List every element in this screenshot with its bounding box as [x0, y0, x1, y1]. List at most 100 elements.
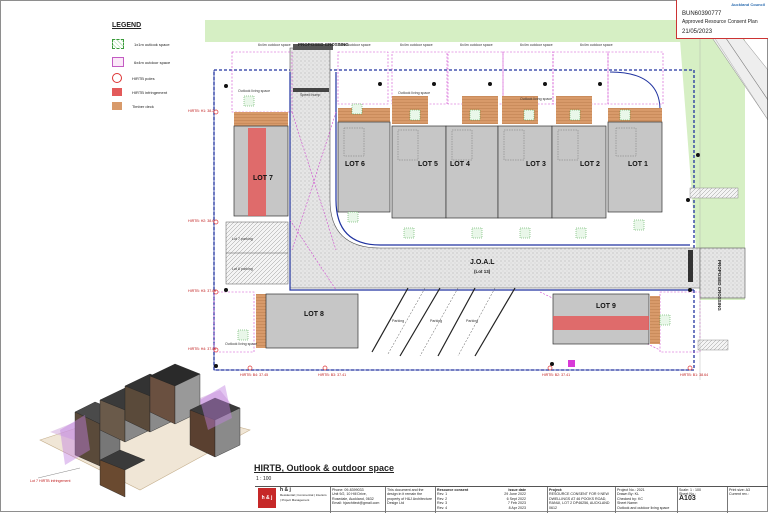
hirtb-b1: HIRTB: B1: 38.64: [680, 373, 708, 377]
timber-swatch-icon: [112, 102, 122, 110]
parking-label-2: Parking: [430, 319, 442, 323]
legend-label: HIRTB poles: [132, 75, 155, 81]
lot-1-label: LOT 1: [628, 161, 648, 168]
title-block: Phone: 09-8399033 Unit 9/2, 10 Hill Driv…: [255, 486, 768, 513]
project-text: RESOURCE CONSENT FOR 9 NEW DWELLINGS AT …: [549, 492, 610, 510]
sheet-title: HIRTB, Outlook & outdoor space: [254, 463, 395, 473]
issue-header: Issue date: [508, 488, 526, 492]
lot-8-label: LOT 8: [304, 311, 324, 318]
lot-1-building: [607, 121, 663, 213]
lot7-parking-label: Lot 7 parking: [232, 237, 253, 241]
proposed-crossing-right: PROPOSED CROSSING: [717, 260, 722, 311]
lot-9-hirtb-infringement: [553, 316, 649, 330]
phone-text: Phone: 09-8399033: [332, 488, 364, 492]
lot-5-building: [391, 125, 447, 219]
current-rev-label: Current rev.:: [729, 492, 749, 497]
lot-4-label: LOT 4: [450, 161, 470, 168]
crossing-right: [699, 247, 746, 299]
print-value: A3: [745, 488, 750, 492]
contact-cell: Phone: 09-8399033 Unit 9/2, 10 Hill Driv…: [330, 487, 382, 513]
lot-5-label: LOT 5: [418, 161, 438, 168]
lot-8-building: [265, 293, 359, 349]
sheet-scale: 1 : 100: [256, 476, 272, 482]
address-text: Unit 9/2, 10 Hill Drive, Rosedale, Auckl…: [332, 492, 374, 501]
outlook-label-3: Outlook living space: [520, 97, 552, 101]
print-label: Print size:: [729, 488, 745, 492]
joal-lot-label: (Lot 13): [474, 269, 491, 274]
copyright-text: This document and the design in it remai…: [387, 488, 432, 506]
outdoor-label-6: 6x4m outdoor space: [580, 43, 613, 47]
hirtb-h1: HIRTB: H1: 38.2: [188, 109, 214, 113]
print-cell: Print size: A3 Current rev.:: [727, 487, 768, 513]
council-logo: Auckland Council: [731, 2, 765, 7]
sheet-no-label: Sheet No.:: [679, 492, 696, 497]
consent-reference: BUN60390777: [682, 11, 722, 17]
company-block: h & j Residential | Commercial | Interio…: [280, 488, 328, 503]
hirtb-h2: HIRTB: H2: 38.6: [188, 219, 214, 223]
drawn-label: Drawn By:: [617, 492, 634, 497]
checked-value: KC: [637, 496, 643, 501]
revision-date: 29 June 2022: [504, 492, 526, 497]
speed-hump-label: Speed hump: [300, 93, 320, 97]
revision-date: 8 Apr 2023: [508, 505, 526, 510]
isometric-3d-view: [37, 363, 251, 498]
project-meta-cell: Project No.: 2021 Drawn By: KL Checked b…: [615, 487, 675, 513]
legend-item-timber: Timber deck: [112, 100, 202, 112]
outdoor-label-4: 6x4m outdoor space: [460, 43, 493, 47]
parking-label-1: Parking: [392, 319, 404, 323]
legend-label: 1x1m outlook space: [134, 41, 170, 47]
hirtb-swatch-icon: [112, 88, 122, 96]
email-text: Email: hjarchitect@gmail.com: [332, 501, 380, 506]
company-logo-icon: h & j: [258, 488, 276, 508]
outdoor-label-5: 6x4m outdoor space: [520, 43, 553, 47]
drawn-value: KL: [634, 492, 639, 497]
hirtb-b2: HIRTB: B2: 37.41: [542, 373, 570, 377]
checked-label: Checked by:: [617, 496, 637, 501]
consent-status: Approved Resource Consent Plan: [682, 19, 758, 25]
project-no: 2021: [636, 488, 645, 492]
company-name: h & j: [280, 487, 291, 493]
revision-row: Rev. 3: [437, 501, 448, 506]
joal-label: J.O.A.L: [470, 259, 495, 266]
lot-6-label: LOT 6: [345, 161, 365, 168]
revision-row: Rev. 4: [437, 505, 448, 510]
company-logo-text: h & j: [261, 495, 273, 501]
legend-title: LEGEND: [112, 22, 142, 29]
project-no-label: Project No.:: [617, 488, 636, 492]
legend-item-hirtb: HIRTB infringement: [112, 86, 202, 98]
outlook-label-4: Outlook living space: [225, 342, 257, 346]
hirtb-h4: HIRTB: H4: 37.86: [188, 347, 216, 351]
approval-stamp: Auckland Council BUN60390777 Approved Re…: [676, 0, 768, 39]
sheet-name-label: Sheet Name:: [617, 501, 638, 506]
lot8-parking-label: Lot 8 parking: [232, 267, 253, 271]
lot-3-label: LOT 3: [526, 161, 546, 168]
revision-row: Rev. 2: [437, 496, 448, 501]
deck-lot6: [338, 108, 390, 122]
copyright-cell: This document and the design in it remai…: [385, 487, 433, 513]
outdoor-swatch-icon: [112, 57, 124, 67]
sheet-no: A103: [679, 494, 696, 502]
outlook-label-2: Outlook living space: [398, 91, 430, 95]
deck-lot8: [256, 294, 266, 348]
legend-item-outdoor: 6x4m outdoor space: [112, 56, 202, 68]
legend-label: 6x4m outdoor space: [134, 59, 171, 65]
outlook-label-1: Outlook living space: [238, 89, 270, 93]
legend-label: HIRTB infringement: [132, 89, 168, 95]
crossing-top-strip: [293, 44, 333, 50]
lot-9-label: LOT 9: [596, 303, 616, 310]
consent-date: 21/05/2023: [682, 29, 713, 35]
lot-3-building: [497, 125, 553, 219]
magenta-marker: [568, 360, 575, 367]
scale-cell: Scale: 1 : 100 Sheet No.: A103: [677, 487, 725, 513]
legend-item-outlook: 1x1m outlook space: [112, 38, 202, 50]
deck-lot1: [608, 108, 662, 122]
lot-7-label: LOT 7: [253, 175, 273, 182]
outdoor-label-2: 6x4m outdoor space: [338, 43, 371, 47]
outdoor-label-1: 6x4m outdoor space: [258, 43, 291, 47]
iso-note: Lot 7 HIRTB infringement: [30, 479, 70, 483]
sheet-name: Outlook and outdoor living space: [617, 505, 670, 510]
company-sub: Residential | Commercial | Interiors | P…: [280, 493, 327, 502]
verge-right: [680, 40, 745, 300]
scale-value: 1 : 100: [690, 488, 701, 492]
